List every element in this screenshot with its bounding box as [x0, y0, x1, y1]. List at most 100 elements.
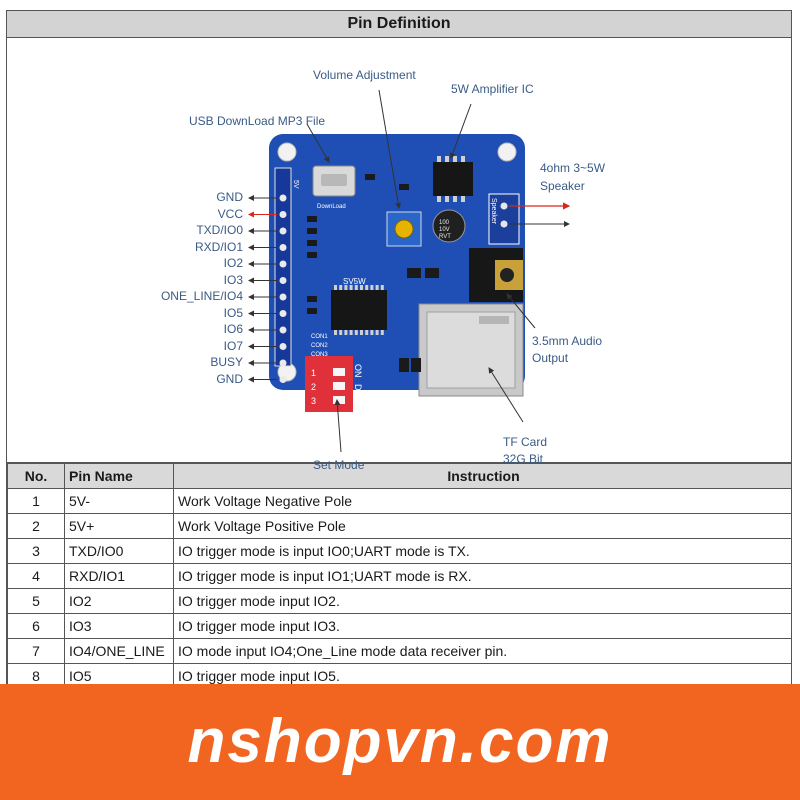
pin-label: IO6 — [223, 322, 243, 336]
cell-no: 1 — [7, 488, 65, 514]
pin-hole — [279, 194, 287, 202]
smd-components — [307, 174, 439, 372]
pin-label: IO7 — [223, 338, 243, 353]
pin-label: RXD/IO1 — [194, 239, 243, 254]
footer-banner: nshopvn.com — [0, 684, 800, 800]
amplifier-ic — [433, 162, 473, 196]
header-pin-name: Pin Name — [64, 463, 174, 489]
dip-3: 3 — [311, 396, 316, 406]
cell-name: IO2 — [64, 588, 174, 614]
pin-hole — [279, 244, 287, 251]
cell-no: 3 — [7, 538, 65, 564]
callout-set-mode: Set Mode — [313, 458, 365, 472]
cell-no: 8 — [7, 663, 65, 684]
pin-label: ONE_LINE/IO4 — [160, 289, 243, 303]
pin-holes — [279, 194, 287, 383]
board-figure: 5V DownLoad 100 10V RVT — [7, 38, 791, 472]
pin-label: GND — [216, 190, 243, 204]
pin-hole — [279, 326, 287, 334]
cell-instruction: Work Voltage Negative Pole — [173, 488, 791, 514]
cell-instruction: IO trigger mode input IO2. — [173, 588, 791, 614]
board-diagram: 5V DownLoad 100 10V RVT — [248, 89, 571, 453]
pin-label: IO2 — [223, 256, 243, 270]
cell-instruction: IO trigger mode is input IO1;UART mode i… — [173, 563, 791, 589]
cell-name: IO5 — [64, 663, 174, 684]
pin-hole — [279, 310, 287, 317]
silk-con2: CON2 — [311, 343, 328, 349]
cell-no: 6 — [7, 613, 65, 639]
pin-label: BUSY — [210, 355, 243, 369]
pin-hole — [279, 359, 287, 367]
pin-hole — [279, 211, 287, 218]
table-header-row: No. Pin Name Instruction — [7, 463, 791, 489]
speaker-terminal — [488, 193, 520, 245]
sheet-title: Pin Definition — [7, 11, 791, 38]
cell-no: 7 — [7, 638, 65, 664]
callout-speaker-spec: 4ohm 3~5W — [540, 161, 606, 175]
pin-hole — [279, 343, 287, 350]
silk-download: DownLoad — [317, 204, 346, 210]
callout-amplifier-ic: 5W Amplifier IC — [451, 82, 534, 96]
cap-text-1: 100 — [439, 220, 450, 226]
pin-hole — [279, 277, 287, 284]
pin-hole — [279, 227, 287, 235]
silk-con1: CON1 — [311, 334, 328, 340]
capacitor — [432, 209, 466, 243]
cap-text-2: 10V — [439, 227, 450, 233]
callout-volume-adjustment: Volume Adjustment — [313, 68, 416, 82]
silk-5v: 5V — [292, 180, 299, 189]
cell-name: 5V+ — [64, 513, 174, 539]
pin-label: IO5 — [223, 305, 243, 320]
pin-label: IO3 — [223, 272, 243, 287]
callout-usb-download: USB DownLoad MP3 File — [189, 114, 326, 128]
cell-instruction: IO trigger mode is input IO0;UART mode i… — [173, 538, 791, 564]
cell-no: 4 — [7, 563, 65, 589]
cell-name: IO3 — [64, 613, 174, 639]
cell-name: IO4/ONE_LINE — [64, 638, 174, 664]
header-no: No. — [7, 463, 65, 489]
mount-hole — [497, 142, 517, 162]
cell-name: 5V- — [64, 488, 174, 514]
pin-label: VCC — [217, 206, 243, 221]
cell-no: 5 — [7, 588, 65, 614]
pin-hole — [279, 376, 287, 383]
callout-audio-output-2: Output — [532, 351, 569, 365]
mount-hole — [277, 142, 297, 162]
pin-hole — [279, 260, 287, 268]
cell-name: TXD/IO0 — [64, 538, 174, 564]
cell-no: 2 — [7, 513, 65, 539]
silk-speaker: Speaker — [490, 198, 497, 225]
header-instruction: Instruction — [173, 463, 791, 489]
callout-tf-card: TF Card — [503, 435, 548, 449]
main-ic — [331, 290, 387, 330]
cap-text-3: RVT — [439, 234, 451, 240]
cell-instruction: IO mode input IO4;One_Line mode data rec… — [173, 638, 791, 664]
silk-model: SV5W — [343, 277, 366, 286]
cell-instruction: IO trigger mode input IO5. — [173, 663, 791, 684]
dip-2: 2 — [311, 382, 316, 392]
cell-instruction: Work Voltage Positive Pole — [173, 513, 791, 539]
pin-definition-sheet: Pin Definition 5V Do — [6, 10, 792, 684]
cell-instruction: IO trigger mode input IO3. — [173, 613, 791, 639]
pin-label: TXD/IO0 — [196, 223, 243, 237]
pin-hole — [279, 293, 287, 301]
callout-tf-capacity: 32G Bit — [503, 452, 544, 466]
dip-on: ON — [353, 364, 363, 378]
silk-con3: CON3 — [311, 352, 328, 358]
brand-logo: nshopvn.com — [187, 707, 613, 776]
cell-name: RXD/IO1 — [64, 563, 174, 589]
pin-label: GND — [216, 371, 243, 386]
callout-speaker: Speaker — [540, 179, 585, 193]
callout-audio-output-1: 3.5mm Audio — [532, 334, 603, 348]
dip-dp: DP — [353, 384, 363, 397]
dip-1: 1 — [311, 368, 316, 378]
